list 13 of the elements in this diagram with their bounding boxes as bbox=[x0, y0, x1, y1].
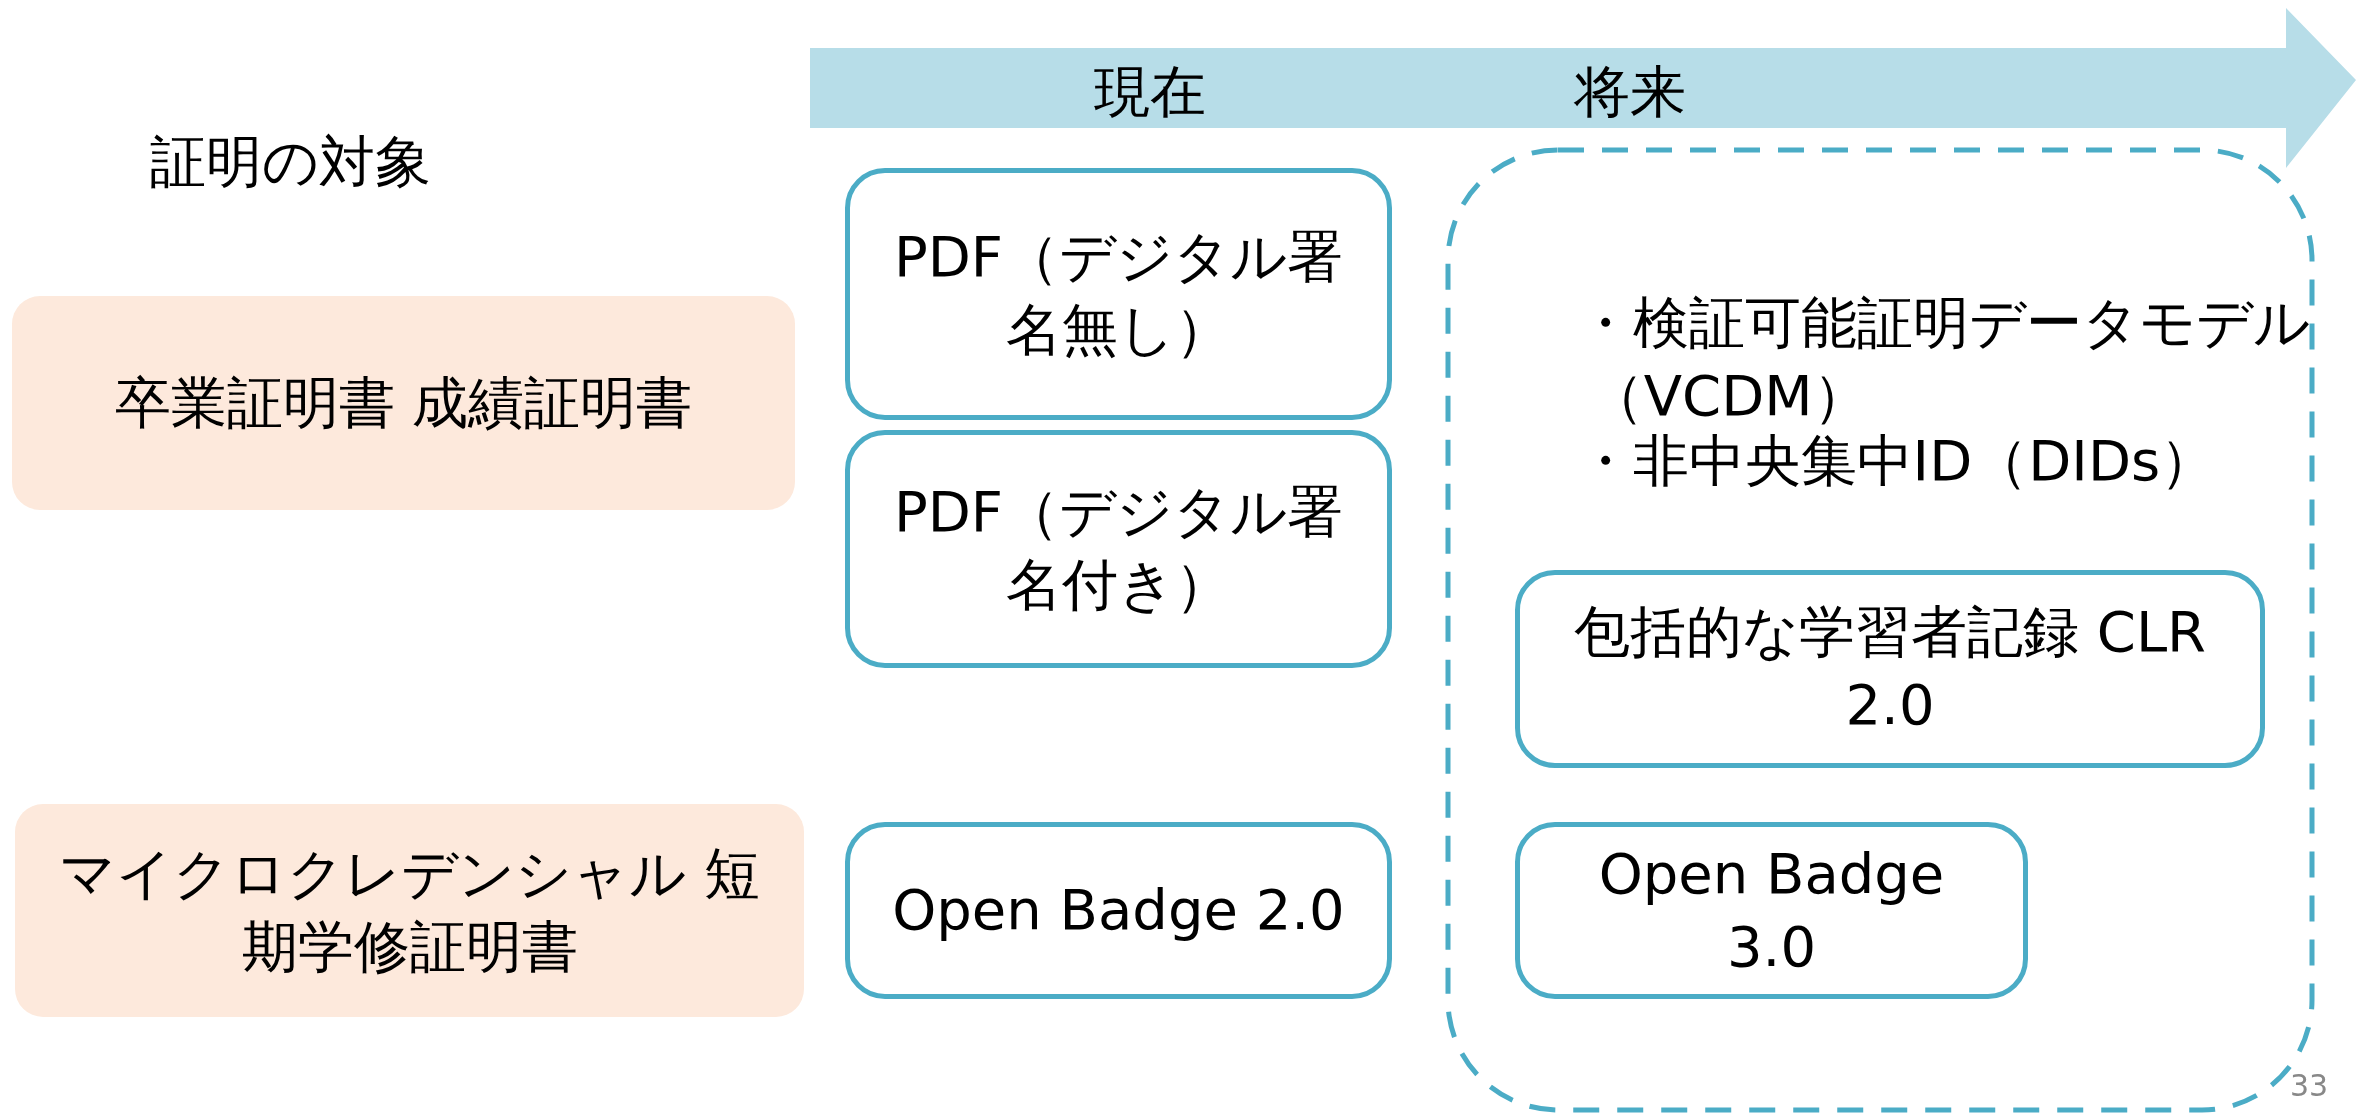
category-band: 卒業証明書 成績証明書 bbox=[12, 296, 795, 510]
format-box: 包括的な学習者記録 CLR 2.0 bbox=[1515, 570, 2265, 768]
column-heading: 証明の対象 bbox=[150, 128, 431, 196]
page-number: 33 bbox=[2290, 1068, 2329, 1104]
bullet-item: ・検証可能証明データモデル（VCDM） bbox=[1575, 289, 2311, 430]
format-box: PDF（デジタル署名付き） bbox=[845, 430, 1392, 668]
phase-label: 将来 bbox=[1573, 58, 1687, 126]
format-box: Open Badge 2.0 bbox=[845, 822, 1392, 999]
category-band: マイクロクレデンシャル 短期学修証明書 bbox=[15, 804, 804, 1017]
format-box: Open Badge 3.0 bbox=[1515, 822, 2028, 999]
bullet-item: ・非中央集中ID（DIDs） bbox=[1575, 427, 2218, 495]
phase-label: 現在 bbox=[1093, 58, 1207, 126]
format-box: PDF（デジタル署名無し） bbox=[845, 168, 1392, 420]
